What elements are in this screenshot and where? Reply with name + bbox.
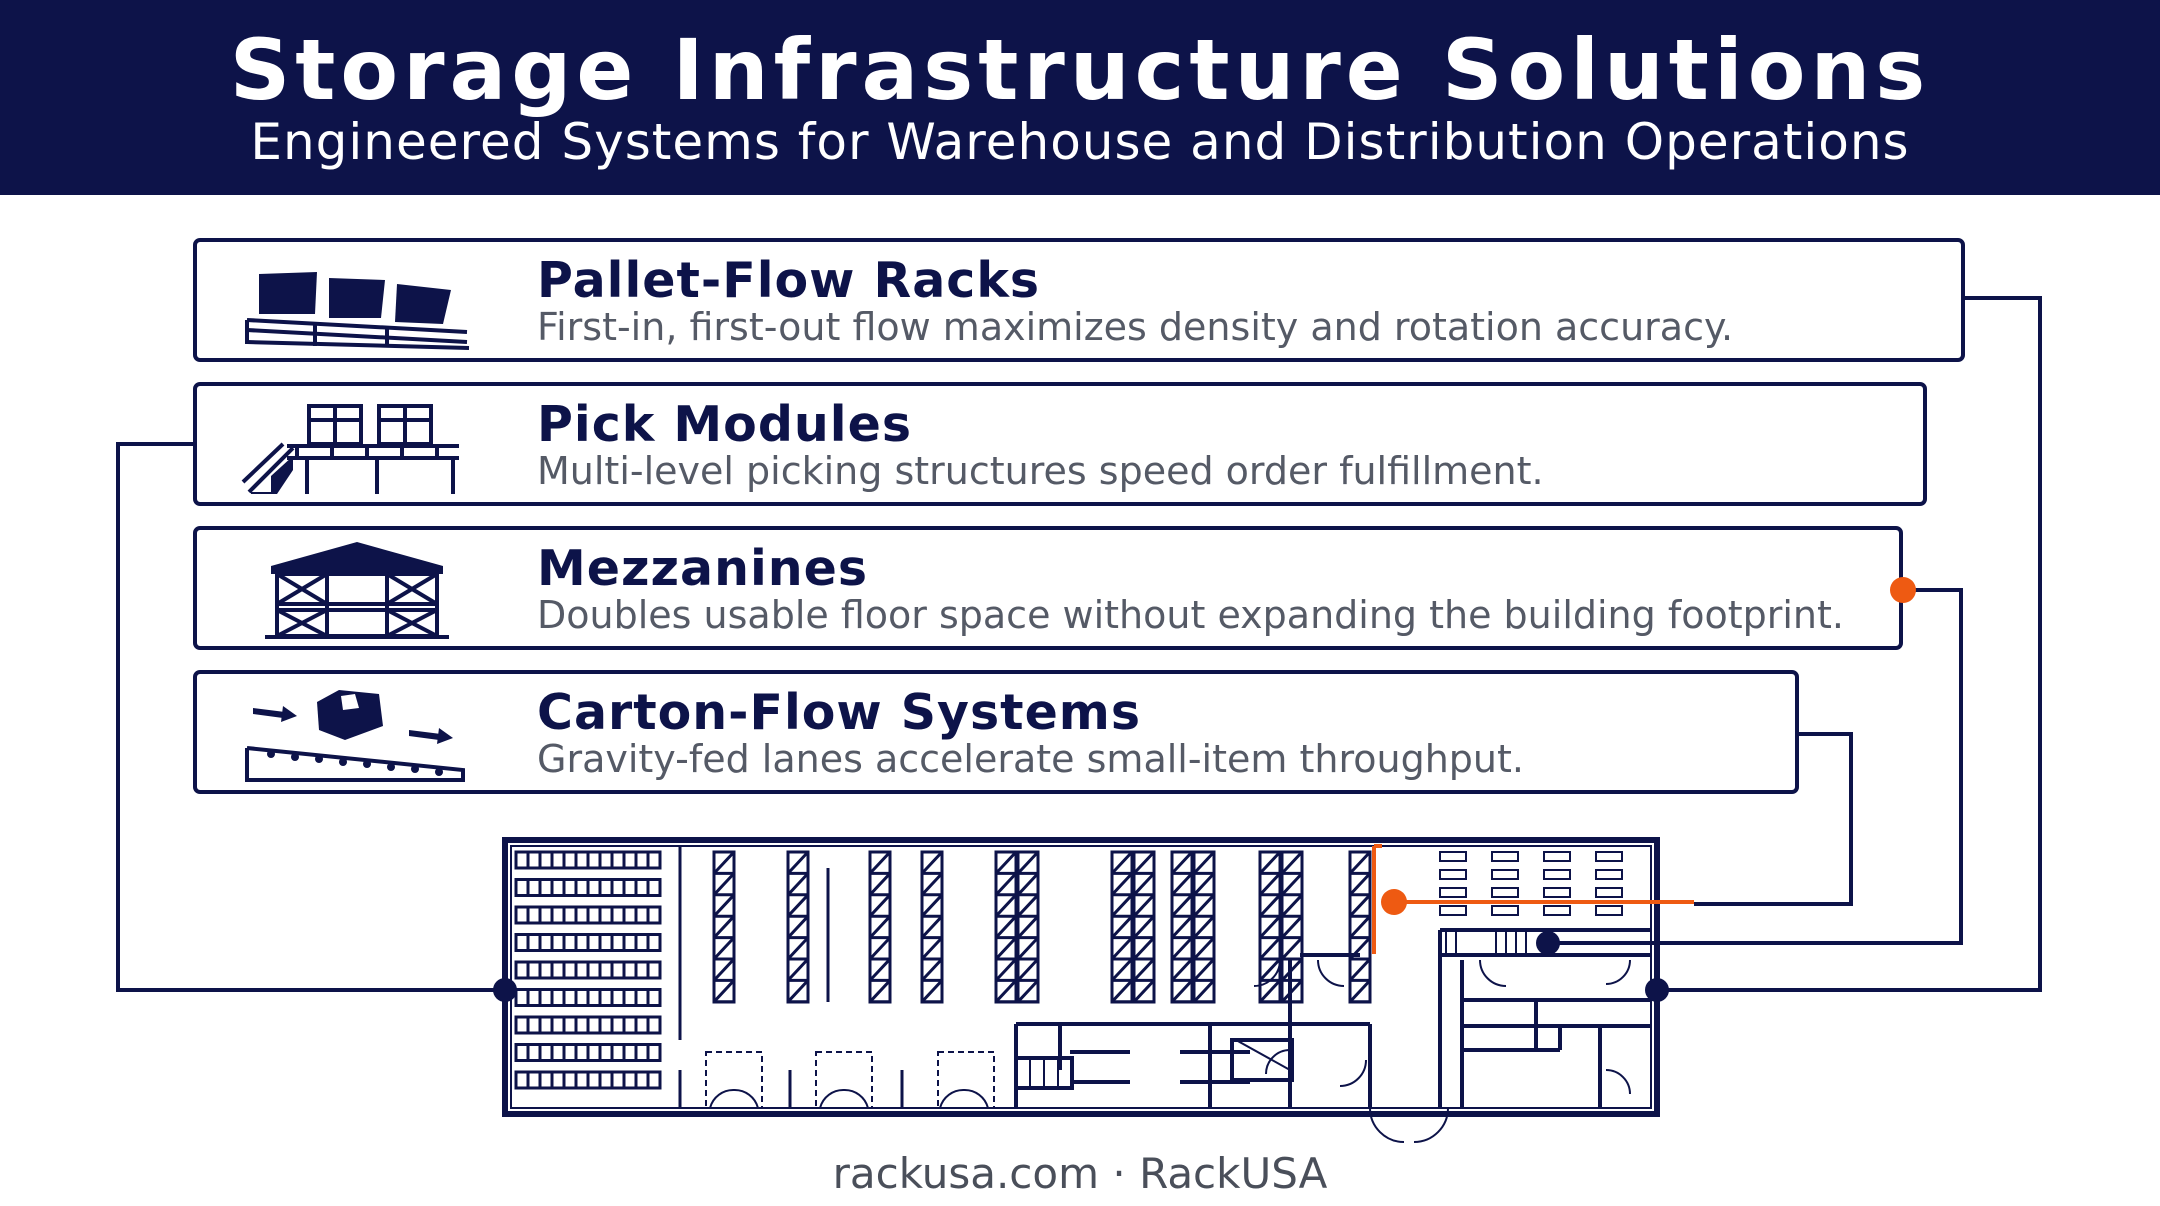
page-subtitle: Engineered Systems for Warehouse and Dis… (250, 113, 1910, 171)
page-title: Storage Infrastructure Solutions (229, 21, 1931, 119)
mezzanine-desks (1439, 851, 1623, 916)
card-title: Pallet-Flow Racks (537, 252, 1041, 309)
card-description: Doubles usable floor space without expan… (537, 593, 1844, 637)
card-title: Pick Modules (537, 396, 912, 453)
card-description: First-in, first-out flow maximizes densi… (537, 305, 1734, 349)
card-description: Multi-level picking structures speed ord… (537, 449, 1544, 493)
building-outline (502, 837, 1660, 1117)
stairs (1015, 932, 1527, 1089)
footer-credit: rackusa.com · RackUSA (832, 1149, 1328, 1198)
dock-doors (705, 1051, 995, 1109)
connector-pallet-flow (1657, 296, 2042, 992)
pick-module-icon (241, 404, 459, 494)
mezzanine-highlight (1372, 844, 1694, 954)
connector-carton-flow (1694, 732, 1853, 906)
card-title: Carton-Flow Systems (537, 684, 1142, 741)
connector-dot-carton-flow (1381, 889, 1407, 915)
pallet-flow-icon (245, 272, 470, 350)
connector-mezzanines (1548, 588, 1963, 945)
card-title: Mezzanines (537, 540, 869, 597)
connector-dot-pallet-flow (1645, 978, 1669, 1002)
connector-dot-mezzanines (1890, 577, 1916, 603)
connector-dot-pick-modules (493, 978, 517, 1002)
header-banner: Storage Infrastructure Solutions Enginee… (0, 0, 2160, 195)
card-description: Gravity-fed lanes accelerate small-item … (537, 737, 1524, 781)
card-pallet-flow-racks: Pallet-Flow Racks First-in, first-out fl… (193, 238, 1965, 362)
card-pick-modules: Pick Modules Multi-level picking structu… (193, 382, 1927, 506)
mezzanine-icon (265, 542, 449, 639)
connector-dot-mezzanines-plan (1536, 931, 1560, 955)
loading-dock-posts (678, 1070, 904, 1108)
carton-flow-icon (245, 690, 465, 782)
bulk-shelving (514, 846, 682, 1090)
card-mezzanines: Mezzanines Doubles usable floor space wi… (193, 526, 1903, 650)
door-swings (709, 959, 1631, 1143)
card-carton-flow-systems: Carton-Flow Systems Gravity-fed lanes ac… (193, 670, 1799, 794)
connector-pick-modules (116, 442, 505, 992)
